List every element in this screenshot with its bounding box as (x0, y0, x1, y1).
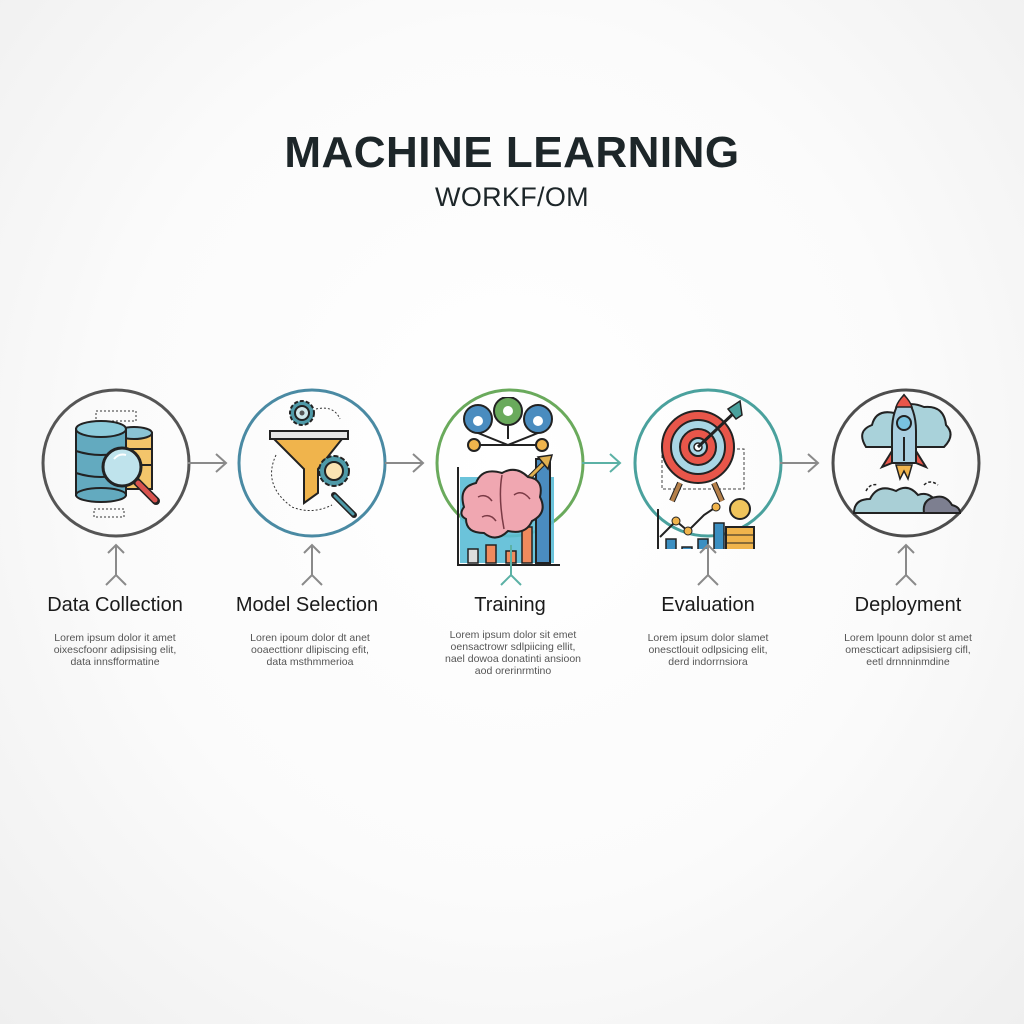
down-connector-icon (500, 545, 522, 586)
step-label-model-selection: Model Selection (235, 594, 379, 616)
step-description-model-selection: Loren ipoum dolor dt anet ooaecttionr dl… (250, 632, 370, 668)
step-description-data-collection: Lorem ipsum dolor it amet oixescfoonr ad… (53, 632, 177, 668)
rocket-launch-icon (852, 393, 962, 514)
arrow-right-icon (385, 453, 425, 473)
funnel-gear-icon (269, 400, 357, 518)
step-model-selection (236, 387, 388, 539)
page-subtitle: WORKF/OM (435, 182, 589, 212)
step-evaluation (632, 387, 784, 549)
up-arrow-connector-icon (697, 543, 719, 586)
arrow-right-icon (582, 453, 622, 473)
step-training (434, 387, 586, 566)
database-magnifier-icon (75, 410, 160, 518)
step-description-evaluation: Lorem ipsum dolor slamet onesctlouit odl… (647, 632, 769, 668)
step-description-deployment: Lorem lpounn dolor st amet omescticart a… (844, 632, 972, 668)
step-ring (831, 388, 981, 538)
step-deployment (830, 387, 982, 539)
up-arrow-connector-icon (105, 543, 127, 586)
up-arrow-connector-icon (301, 543, 323, 586)
arrow-right-icon (188, 453, 228, 473)
step-description-training: Lorem ipsum dolor sit emet oensactrowr s… (444, 629, 582, 677)
step-label-data-collection: Data Collection (47, 594, 183, 616)
brain-chart-icon (457, 397, 560, 566)
page-title: MACHINE LEARNING (284, 128, 740, 177)
arrow-right-icon (780, 453, 820, 473)
step-data-collection (40, 387, 192, 539)
step-label-evaluation: Evaluation (661, 594, 755, 616)
step-label-training: Training (474, 594, 546, 616)
up-arrow-connector-icon (895, 543, 917, 586)
target-chart-icon (657, 399, 755, 549)
step-label-deployment: Deployment (854, 594, 962, 616)
